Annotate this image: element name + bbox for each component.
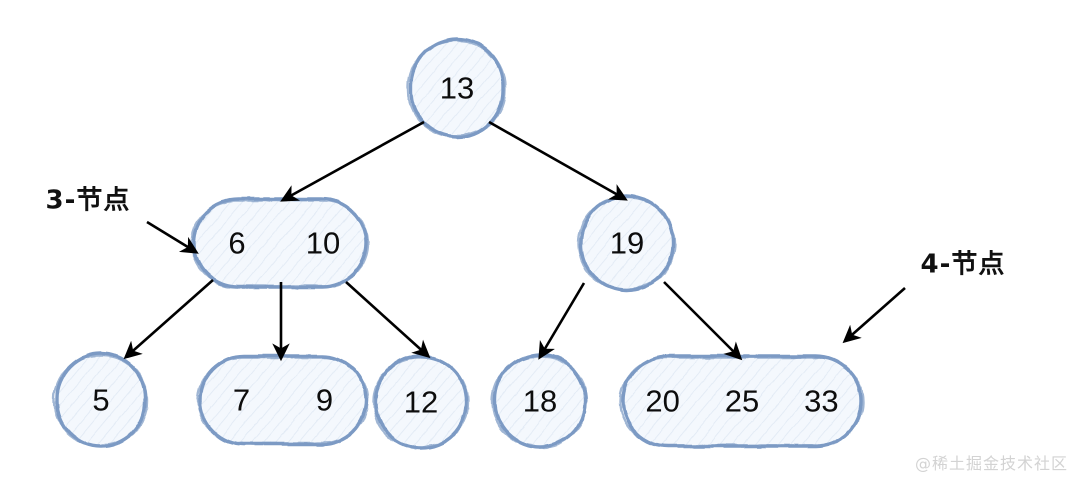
nodes-layer <box>53 37 864 450</box>
watermark: @稀土掘金技术社区 <box>914 454 1068 473</box>
node-19 <box>577 194 676 292</box>
node-18 <box>491 353 588 449</box>
node-12 <box>372 354 469 450</box>
edge-anno3-to-6-10 <box>146 220 199 254</box>
node-root-13 <box>407 37 506 139</box>
edge-anno4-to-4node <box>842 287 906 344</box>
edge-13-to-6-10 <box>280 120 425 202</box>
edge-19-to-20-25-33 <box>663 281 743 361</box>
edge-6-10-to-12 <box>345 281 431 359</box>
node-7-9 <box>196 354 369 446</box>
edge-13-to-19 <box>488 120 628 201</box>
annotation-4-node: 4-节点 <box>920 249 1006 280</box>
node-6-10 <box>190 197 369 289</box>
annotation-3-node: 3-节点 <box>45 185 131 216</box>
node-5 <box>53 352 148 448</box>
edge-19-to-18 <box>538 282 586 360</box>
node-20-25-33 <box>619 354 864 448</box>
edge-6-10-to-5 <box>123 279 214 360</box>
edges-layer <box>123 120 906 362</box>
